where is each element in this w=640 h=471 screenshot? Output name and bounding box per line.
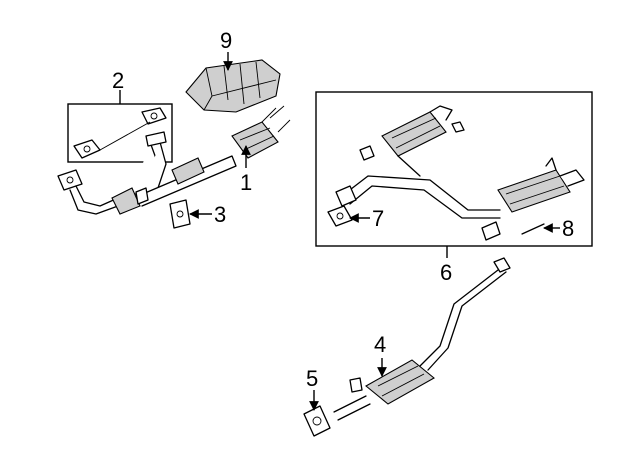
part-9-heat-shield[interactable] [185, 59, 281, 113]
callout-4: 4 [374, 332, 386, 357]
part-7-gasket[interactable] [327, 205, 353, 227]
callout-6: 6 [440, 260, 452, 285]
part-2-leader [99, 121, 151, 151]
callout-1: 1 [240, 170, 252, 195]
part-6-box [315, 91, 593, 258]
part-8-rod[interactable] [481, 221, 545, 241]
callout-2: 2 [112, 68, 124, 93]
part-6-centre-pipe[interactable] [335, 105, 585, 219]
part-2-gasket-box [67, 90, 173, 163]
part-2-gasket-left[interactable] [73, 139, 101, 159]
part-3-hanger-bracket[interactable] [169, 199, 191, 229]
part-1-front-pipe[interactable] [57, 105, 291, 215]
callout-3: 3 [214, 202, 226, 227]
callout-5: 5 [306, 366, 318, 391]
part-4-rear-pipe[interactable] [333, 257, 511, 421]
callout-9: 9 [220, 28, 232, 53]
part-2-gasket-right[interactable] [141, 107, 167, 125]
callout-7: 7 [372, 206, 384, 231]
callout-8: 8 [562, 216, 574, 241]
part-5-gasket[interactable] [303, 405, 331, 437]
